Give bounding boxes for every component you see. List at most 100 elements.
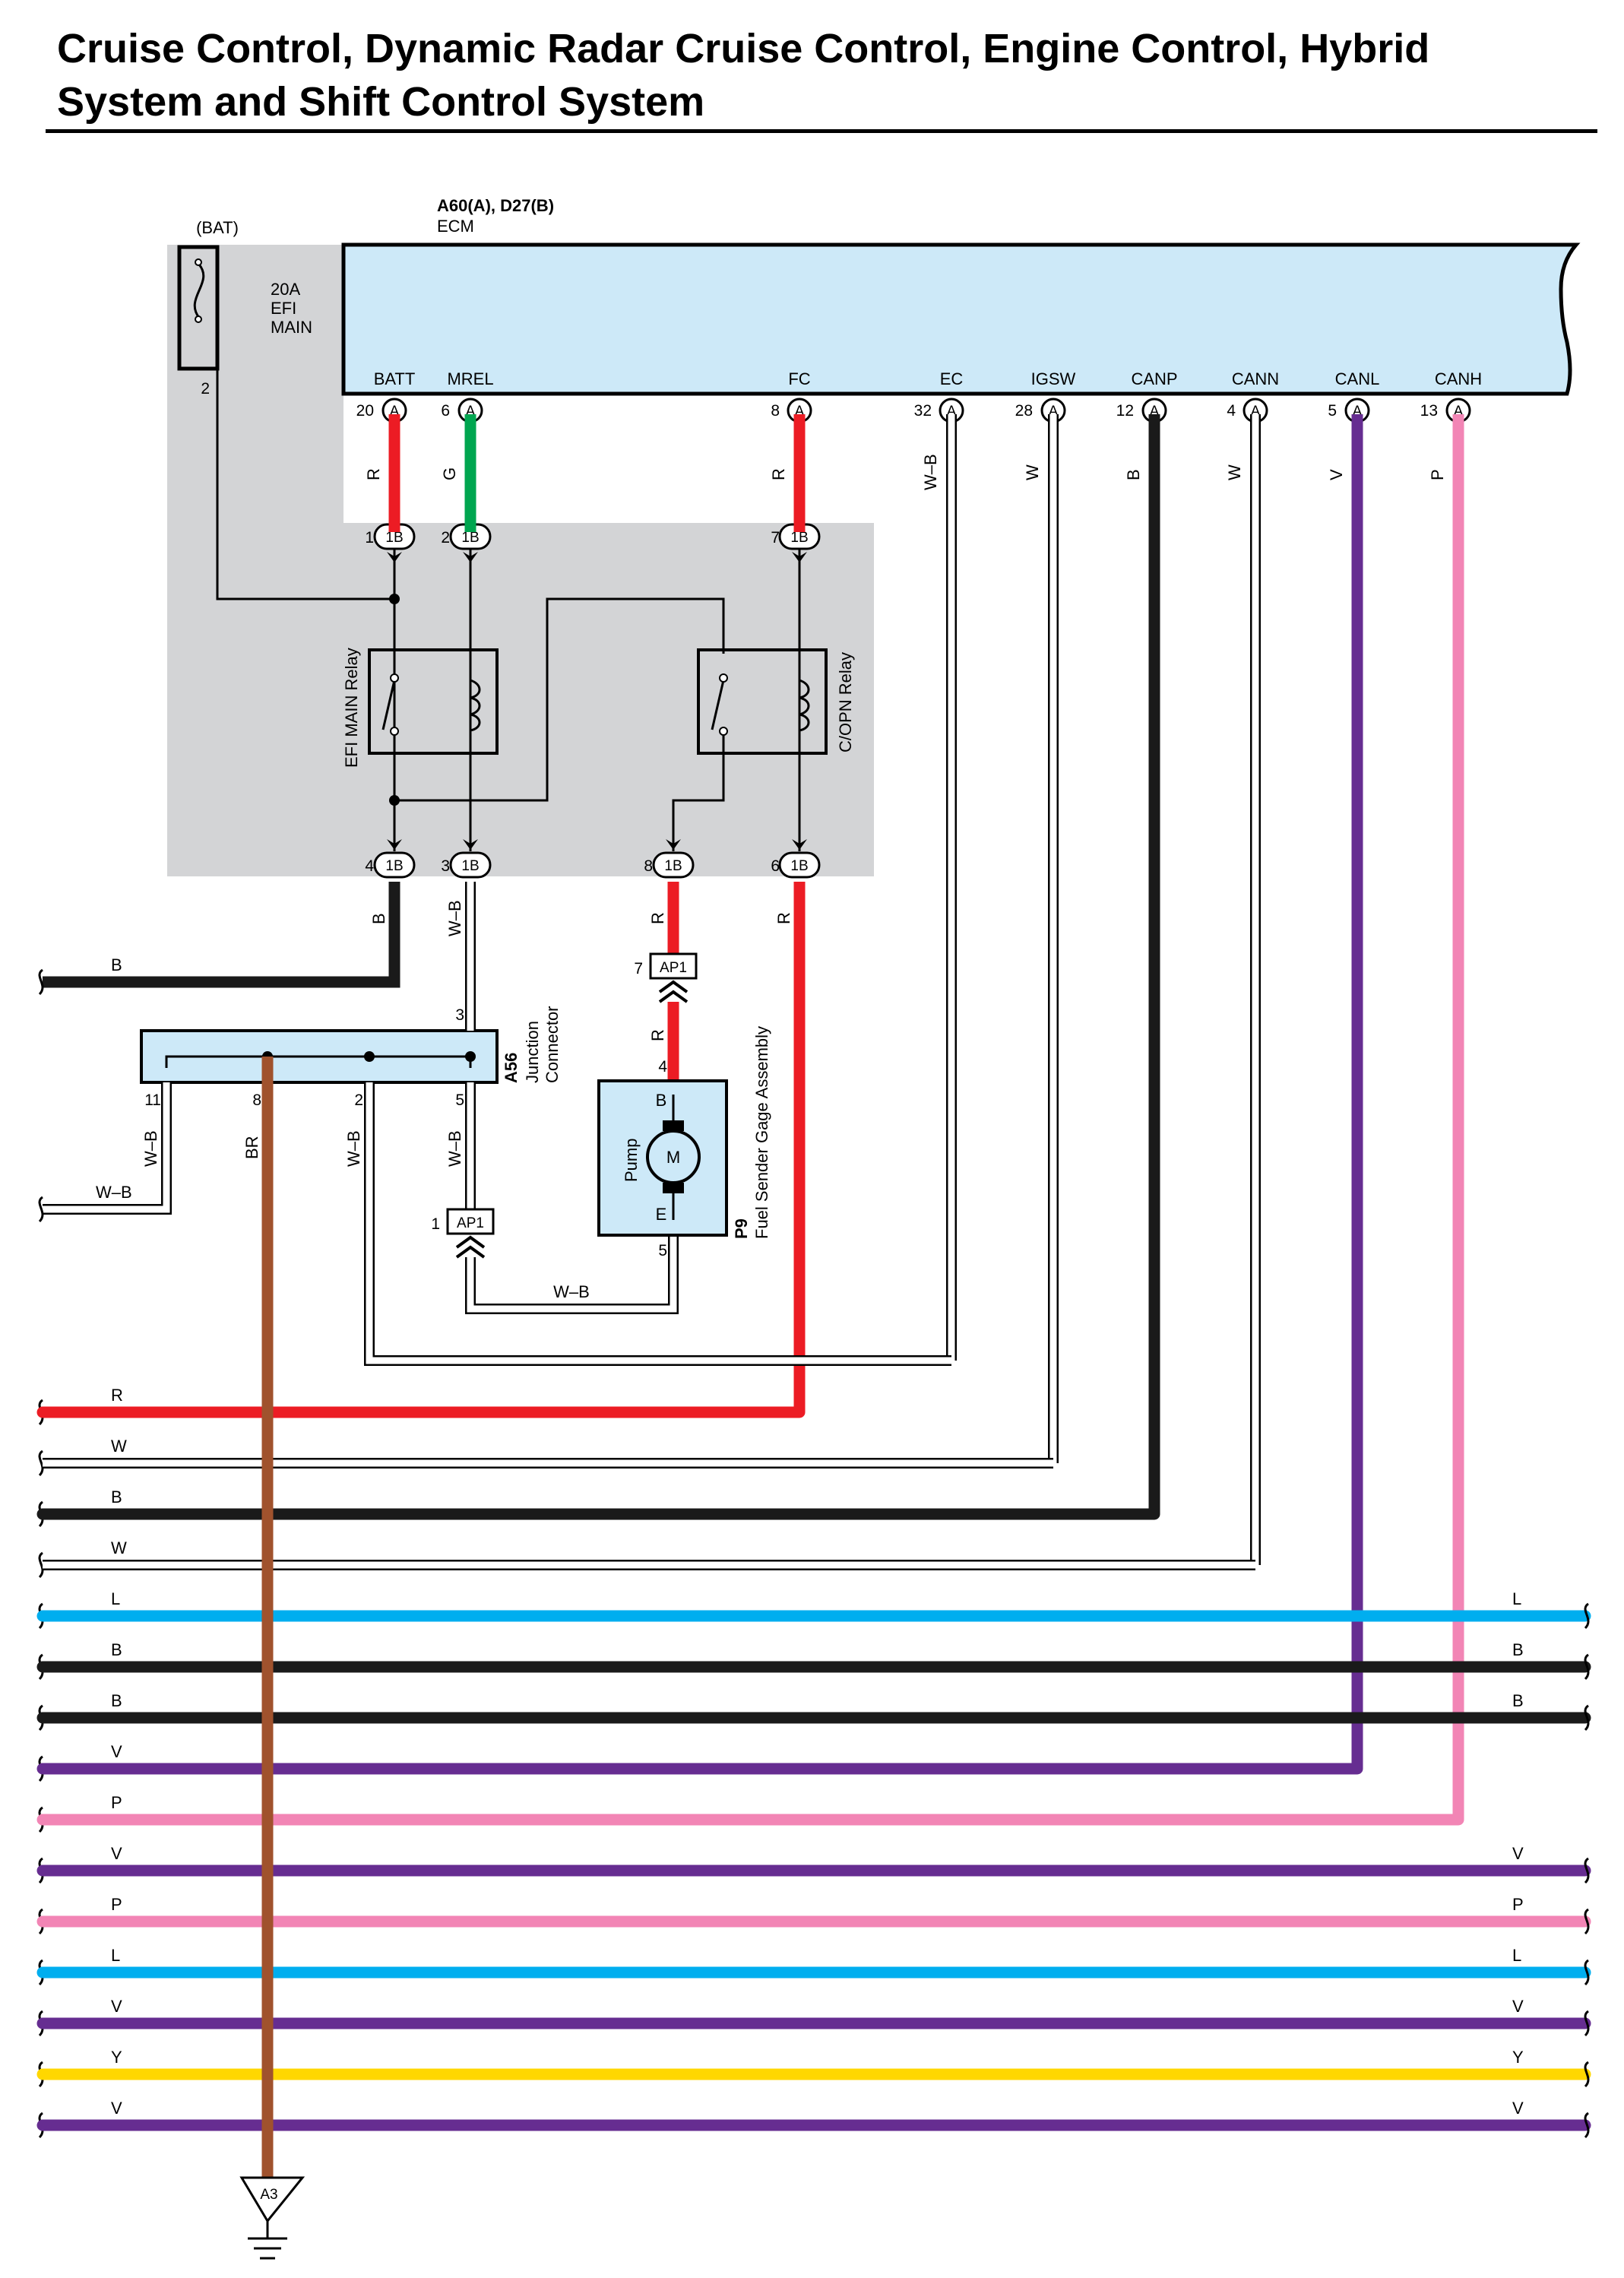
- connector-arrow-icon: [463, 839, 478, 850]
- ecm-terminal-ec: EC: [940, 369, 964, 388]
- ecm-name: ECM: [437, 217, 474, 236]
- bus-left-label: B: [111, 1488, 122, 1507]
- pump-motor-label: M: [666, 1148, 680, 1167]
- junction-pin-5: 5: [455, 1091, 464, 1109]
- junction-bus: [165, 1055, 472, 1068]
- connector-name: 1B: [664, 858, 682, 874]
- fuse-source: (BAT): [196, 218, 239, 237]
- rb-bottom-3: 1B: [449, 839, 492, 879]
- connector-arrow-icon: [792, 552, 807, 562]
- rb-bottom-6: 1B: [778, 839, 821, 879]
- wire-label-relay8: R: [648, 912, 667, 924]
- bus-4: LL: [36, 1589, 1591, 1630]
- bus-13: YY: [36, 2048, 1591, 2088]
- bus-left-label: Y: [111, 2048, 122, 2067]
- ecm-wire-label: W: [1225, 464, 1244, 480]
- ground-icon: [239, 2176, 305, 2260]
- fuse-pin: 2: [201, 380, 210, 398]
- bus-9: VV: [36, 1844, 1591, 1884]
- ecm-connectors: A60(A), D27(B): [437, 196, 554, 215]
- ecm-pin-mrel: 6: [441, 402, 450, 420]
- bus-break-icon: [38, 1449, 44, 1477]
- connector-name: 1B: [385, 530, 403, 546]
- junction-id: A56: [502, 1053, 521, 1083]
- bus-right-label: B: [1512, 1691, 1524, 1710]
- relay-block-bottom-connectors: 1B 1B 1B 1B: [373, 839, 821, 879]
- fuse-name-1: EFI: [271, 299, 296, 318]
- ecm-wire-label: P: [1428, 469, 1447, 480]
- bus-2: B: [36, 1488, 1160, 1528]
- ecm-terminal-cann: CANN: [1232, 369, 1279, 388]
- rb-top-pin-2: 2: [441, 529, 450, 547]
- page-title-line2: System and Shift Control System: [57, 79, 704, 125]
- pump-pin-e: 5: [658, 1242, 667, 1259]
- pump-term-e: E: [656, 1205, 667, 1224]
- rb-bottom-pin-6: 6: [771, 857, 780, 875]
- bus-break-icon: [38, 1196, 44, 1223]
- connector-arrow-icon: [666, 839, 681, 850]
- ap1-top-name: AP1: [660, 960, 687, 976]
- wire-label-relay4-vert: B: [369, 913, 388, 924]
- page-title-line1: Cruise Control, Dynamic Radar Cruise Con…: [57, 26, 1429, 71]
- bus-left-label: L: [111, 1946, 120, 1965]
- bus-10: PP: [36, 1895, 1591, 1935]
- bus-6: BB: [36, 1691, 1591, 1731]
- bus-break-icon: [1584, 1959, 1590, 1986]
- rb-top-pin-7: 7: [771, 529, 780, 547]
- connector-shell: [449, 851, 492, 879]
- connector-name: 1B: [461, 530, 479, 546]
- bus-break-icon: [1584, 2010, 1590, 2037]
- ecm-terminal-batt: BATT: [374, 369, 416, 388]
- wire-relay4-b: [43, 882, 400, 988]
- ecm-pin-canh: 13: [1420, 402, 1438, 420]
- pump-id: P9: [732, 1218, 751, 1239]
- pump-term-b: B: [656, 1091, 667, 1110]
- bus-left-label: V: [111, 1742, 122, 1761]
- ecm-pin-ec: 32: [914, 402, 932, 420]
- fuse-box: [177, 245, 220, 371]
- bus-14: VV: [36, 2099, 1591, 2139]
- efi-main-relay-label: EFI MAIN Relay: [342, 648, 361, 768]
- bus-12: VV: [36, 1997, 1591, 2037]
- ecm-terminal-fc: FC: [788, 369, 810, 388]
- junction-pin-3: 3: [455, 1006, 464, 1024]
- wire-label-j5: W–B: [445, 1130, 464, 1167]
- wire-label-j-left: W–B: [96, 1183, 132, 1202]
- ecm-pin-canl: 5: [1328, 402, 1337, 420]
- rb-bottom-pin-8: 8: [644, 857, 653, 875]
- bus-left-label: R: [111, 1386, 123, 1405]
- ecm-pin-fc: 8: [771, 402, 780, 420]
- pump-name: Fuel Sender Gage Assembly: [752, 1026, 771, 1239]
- rb-bottom-4: 1B: [373, 839, 416, 879]
- wire-label-j11: W–B: [141, 1130, 160, 1167]
- ecm-wire-label: B: [1124, 469, 1143, 480]
- ground-id: A3: [260, 2187, 277, 2203]
- ecm-terminal-igsw: IGSW: [1031, 369, 1076, 388]
- connector-name: 1B: [461, 858, 479, 874]
- wire-label-j2: W–B: [344, 1130, 363, 1167]
- junction-name-2: Connector: [543, 1006, 562, 1083]
- motor-brush-top-icon: [663, 1120, 684, 1131]
- junction-pin-11: 11: [144, 1091, 161, 1109]
- wire-label-pump-gnd: W–B: [553, 1282, 590, 1301]
- ecm-terminal-canl: CANL: [1335, 369, 1380, 388]
- bus-right-label: B: [1512, 1640, 1524, 1659]
- bus-right-label: V: [1512, 1844, 1524, 1863]
- ecm-terminals: BATT MREL FC EC IGSW CANP CANN CANL CANH…: [356, 369, 1482, 423]
- ecm-terminal-canp: CANP: [1131, 369, 1177, 388]
- connector-arrow-icon: [463, 552, 478, 562]
- bus-right-label: V: [1512, 2099, 1524, 2118]
- bus-right-label: P: [1512, 1895, 1524, 1914]
- junction-pin-2: 2: [354, 1091, 363, 1109]
- wire-j2-wb: [366, 1082, 951, 1364]
- bus-left-label: P: [111, 1895, 122, 1914]
- bus-8: P: [36, 1793, 1464, 1833]
- junction-name-1: Junction: [523, 1021, 542, 1083]
- bus-break-icon: [1584, 1908, 1590, 1935]
- bus-1: W: [38, 1437, 1053, 1477]
- ecm-box: [341, 242, 1581, 396]
- wire-label-relay3: W–B: [445, 900, 464, 936]
